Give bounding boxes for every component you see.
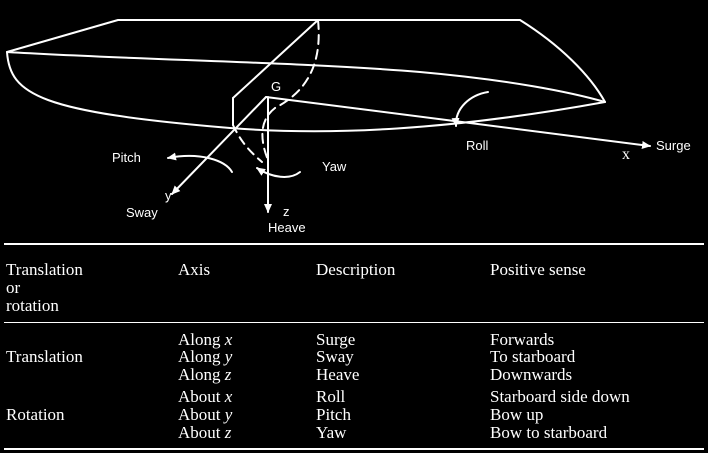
group-label-rotation: Rotation	[6, 405, 65, 424]
pitch-label: Pitch	[112, 150, 141, 165]
table-row-axis: Along x	[178, 330, 233, 349]
header-col1-line1: Translation	[6, 260, 83, 279]
table-row-sense: Downwards	[490, 365, 573, 384]
hull-bottom-line	[6, 51, 606, 133]
heave-label: Heave	[268, 220, 306, 235]
table-row-sense: Bow up	[490, 405, 544, 424]
table-row-description: Surge	[316, 330, 356, 349]
header-col1-line3: rotation	[6, 296, 59, 315]
origin-label: G	[271, 79, 281, 94]
roll-label: Roll	[466, 138, 489, 153]
table-row-sense: To starboard	[490, 347, 576, 366]
table-row-axis: Along z	[178, 365, 232, 384]
sway-label: Sway	[126, 205, 158, 220]
section-deck-line	[232, 19, 319, 99]
header-col2: Axis	[178, 260, 211, 279]
hull-deck-edge	[6, 19, 606, 103]
table-row-axis: About x	[178, 387, 233, 406]
surge-axis-symbol: x	[622, 146, 630, 163]
sway-axis-symbol: y	[165, 188, 172, 203]
yaw-rotation-arrow	[256, 167, 301, 178]
table-bottom-rule	[4, 448, 704, 450]
table-row-description: Pitch	[316, 405, 351, 424]
pitch-rotation-arrow	[167, 152, 233, 173]
heave-axis-symbol: z	[283, 204, 290, 219]
table-row-description: Yaw	[316, 423, 347, 442]
table-row-sense: Bow to starboard	[490, 423, 608, 442]
table-row-description: Heave	[316, 365, 360, 384]
surge-label: Surge	[656, 138, 691, 153]
ship-motion-diagram: G Roll x Surge Pitch Yaw y Sway z Heave	[6, 19, 691, 235]
table-row-axis: About y	[178, 405, 233, 424]
table-row-sense: Forwards	[490, 330, 555, 349]
hull-sheer-line	[6, 51, 606, 103]
table-row-description: Sway	[316, 347, 354, 366]
header-col1-line2: or	[6, 278, 21, 297]
table-row-axis: Along y	[178, 347, 233, 366]
header-col4: Positive sense	[490, 260, 586, 279]
yaw-label: Yaw	[322, 159, 347, 174]
table-header-rule	[4, 322, 704, 323]
roll-rotation-arrow	[451, 91, 489, 127]
table-top-rule	[4, 243, 704, 245]
sway-axis-arrow	[171, 96, 267, 195]
table-row-axis: About z	[178, 423, 232, 442]
header-col3: Description	[316, 260, 396, 279]
table-row-sense: Starboard side down	[490, 387, 630, 406]
section-dashed-curve	[261, 19, 320, 161]
table-row-description: Roll	[316, 387, 346, 406]
group-label-translation: Translation	[6, 347, 83, 366]
